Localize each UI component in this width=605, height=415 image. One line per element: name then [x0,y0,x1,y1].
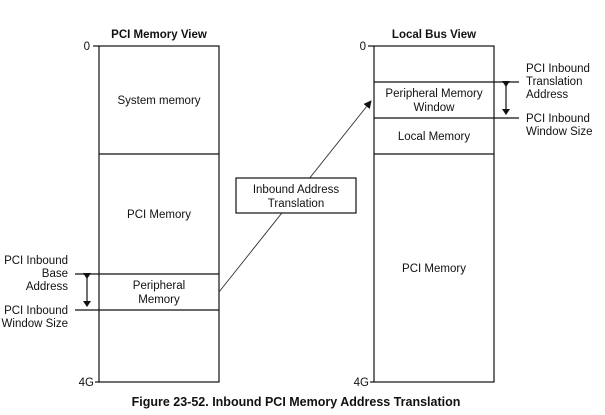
pci-memory-view-title: PCI Memory View [111,29,207,41]
base-address-label-line2: Base [42,268,68,280]
translation-box-line2: Translation [268,198,324,210]
left-pci-memory-region: PCI Memory [127,209,191,221]
peripheral-window-region-line1: Peripheral Memory [385,88,482,100]
right-window-size-label-line1: PCI Inbound [526,113,590,125]
peripheral-memory-region-line1: Peripheral [133,280,185,292]
left-window-size-label-line2: Window Size [2,318,68,330]
translation-box-frame [235,177,357,214]
system-memory-region: System memory [117,95,200,107]
local-bus-view: Local Bus View 0 4G Peripheral Memory Wi… [354,29,593,389]
figure-caption: Figure 23-52. Inbound PCI Memory Address… [132,395,461,409]
translation-address-label-line3: Address [526,89,568,101]
left-window-size-label-line1: PCI Inbound [4,305,68,317]
translation-address-label-line2: Translation [526,76,582,88]
local-bus-column [373,45,495,383]
translation-box-line1: Inbound Address [253,184,340,196]
peripheral-memory-region-line2: Memory [138,294,180,306]
base-address-label-line3: Address [26,281,68,293]
translation-address-label-line1: PCI Inbound [526,63,590,75]
right-zero-label: 0 [360,41,366,53]
local-memory-region: Local Memory [398,131,470,143]
right-window-size-label-line2: Window Size [526,126,592,138]
left-4g-label: 4G [79,377,94,389]
pci-memory-view: PCI Memory View 0 4G System memory PCI M… [2,29,220,389]
pci-memory-column [98,45,220,383]
right-4g-label: 4G [354,377,369,389]
left-zero-label: 0 [84,41,90,53]
base-address-label-line1: PCI Inbound [4,255,68,267]
local-bus-view-title: Local Bus View [392,29,476,41]
peripheral-window-region-line2: Window [414,102,456,114]
right-pci-memory-region: PCI Memory [402,263,466,275]
inbound-address-translation-box: Inbound Address Translation [235,177,357,214]
